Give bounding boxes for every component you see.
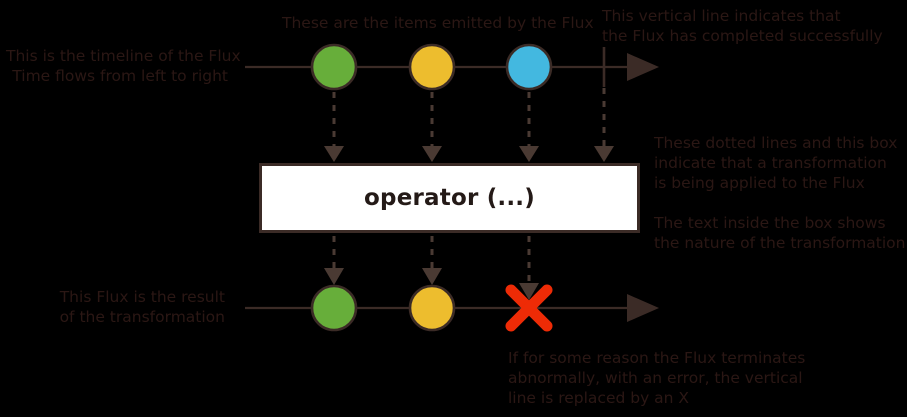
source-marbles-group [310, 43, 553, 91]
dotted-arrow-green-out [324, 236, 344, 285]
dotted-arrow-yellow-out [422, 236, 442, 285]
blue-marble[interactable] [505, 43, 553, 91]
annotation-completion-description: This vertical line indicates that the Fl… [602, 7, 883, 45]
result-timeline-arrowhead [627, 294, 659, 322]
yellow-marble[interactable] [408, 284, 456, 332]
annotation-result-description: This Flux is the result of the transform… [59, 288, 225, 326]
dotted-arrow-complete-in [594, 88, 614, 162]
dotted-arrow-green-in [324, 92, 344, 162]
dotted-arrows-into-operator [324, 88, 614, 162]
green-marble[interactable] [310, 284, 358, 332]
dotted-arrow-error-out [519, 236, 539, 300]
yellow-marble[interactable] [408, 43, 456, 91]
result-marbles-group [310, 284, 456, 332]
error-x-stroke-2 [505, 284, 553, 332]
arrowhead [324, 268, 344, 285]
arrowhead [519, 283, 539, 300]
source-timeline-arrowhead [627, 53, 659, 81]
operator-label: operator (...) [364, 185, 535, 211]
dotted-arrows-out-of-operator [324, 236, 539, 300]
annotation-transformation-description: These dotted lines and this box indicate… [654, 134, 898, 192]
annotation-box-text-description: The text inside the box shows the nature… [654, 214, 906, 252]
annotation-timeline-description: This is the timeline of the Flux Time fl… [6, 47, 241, 85]
dotted-arrow-blue-in [519, 92, 539, 162]
green-marble[interactable] [310, 43, 358, 91]
annotation-error-description: If for some reason the Flux terminates a… [508, 349, 806, 407]
arrowhead [422, 146, 442, 162]
arrowhead [519, 146, 539, 162]
arrowhead [324, 146, 344, 162]
operator-box[interactable]: operator (...) [259, 163, 640, 233]
dotted-arrow-yellow-in [422, 92, 442, 162]
error-x-icon[interactable] [505, 284, 553, 332]
arrowhead [422, 268, 442, 285]
annotation-items-description: These are the items emitted by the Flux [282, 14, 594, 32]
arrowhead [594, 146, 614, 162]
